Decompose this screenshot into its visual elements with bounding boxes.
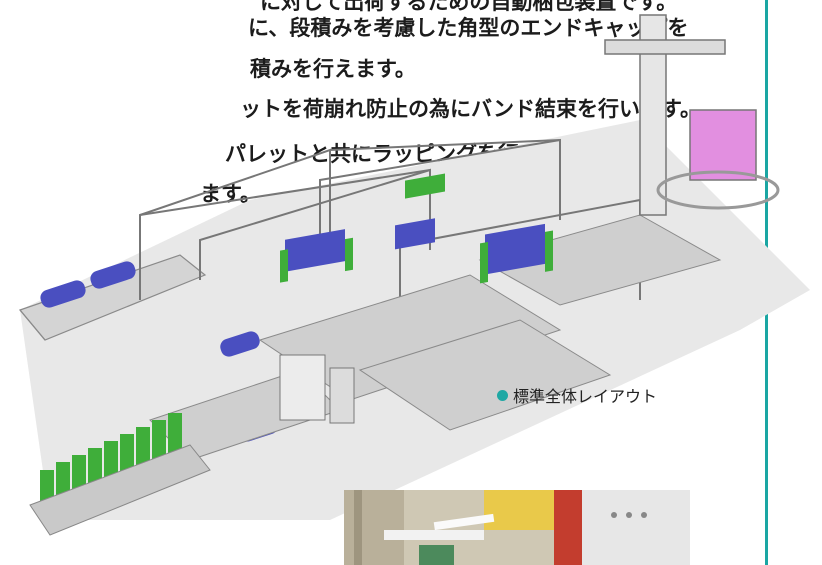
- gantry-frame: [139, 138, 641, 330]
- description-line-3: 積みを行えます。: [250, 56, 416, 81]
- machine-photo: [344, 490, 690, 565]
- description-line-2: に、段積みを考慮した角型のエンドキャップを: [248, 15, 689, 40]
- caption-text: 標準全体レイアウト: [513, 387, 658, 406]
- endcap-rows: [40, 413, 182, 510]
- figure-caption: 標準全体レイアウト: [497, 383, 657, 407]
- caption-bullet-icon: [497, 389, 508, 401]
- control-cabinet: [279, 354, 355, 424]
- wrapping-tower: [604, 14, 780, 216]
- endcap-conveyor: [29, 444, 211, 536]
- description-line-4: ットを荷崩れ防止の為にバンド結束を行います。: [240, 96, 701, 121]
- pallet-stacks: [280, 173, 553, 284]
- photo-graphic: [344, 490, 690, 565]
- description-line-1: に対して出荷するための自動梱包装置です。: [260, 0, 678, 14]
